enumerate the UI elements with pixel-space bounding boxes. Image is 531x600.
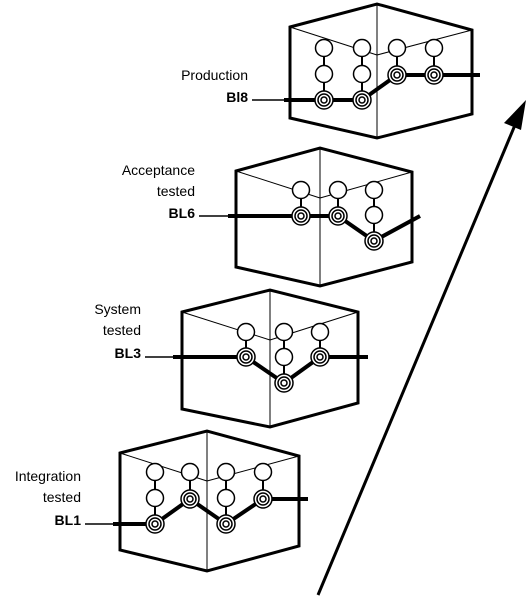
baseline-cube-production xyxy=(284,2,480,140)
baseline-cube-acceptance xyxy=(228,146,421,288)
stage-label-acceptance-line2: tested xyxy=(157,183,195,199)
arrow-up-right-icon xyxy=(316,100,526,596)
baseline-id-system: BL3 xyxy=(115,345,142,361)
stage-label-production: Production xyxy=(181,67,248,83)
stage-label-integration-line1: Integration xyxy=(15,468,81,484)
stage-label-system-line2: tested xyxy=(103,322,141,338)
baseline-cube-system xyxy=(173,288,368,429)
baseline-id-integration: BL1 xyxy=(55,512,82,528)
baseline-id-acceptance: BL6 xyxy=(169,205,196,221)
baseline-cube-integration xyxy=(113,429,308,573)
stage-label-acceptance-line1: Acceptance xyxy=(122,162,195,178)
baseline-id-production: Bl8 xyxy=(226,89,248,105)
stage-label-system-line1: System xyxy=(94,301,141,317)
stage-label-integration-line2: tested xyxy=(43,489,81,505)
